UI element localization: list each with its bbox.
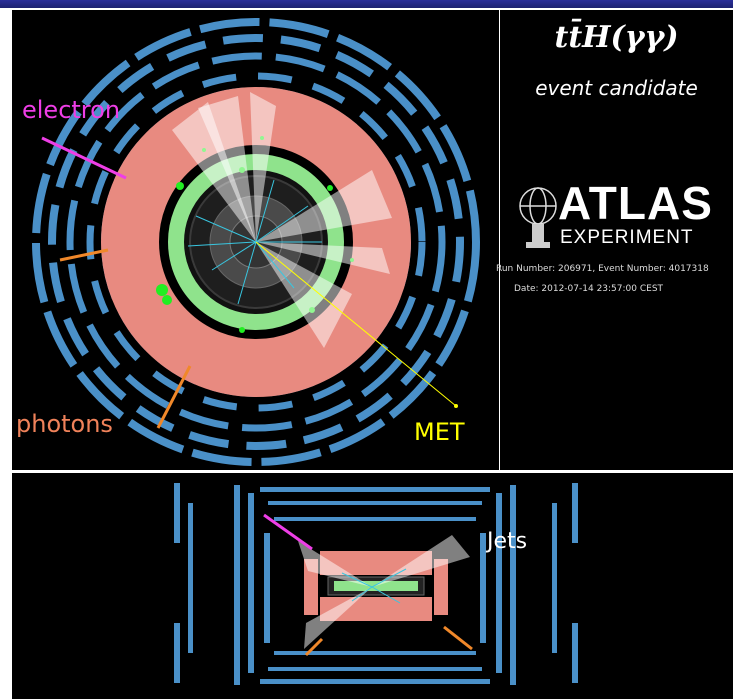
met-endpoint [454,404,458,408]
transverse-view-drawing [32,18,480,466]
run-number-text: Run Number: 206971, Event Number: 401731… [496,264,709,274]
event-date-text: Date: 2012-07-14 23:57:00 CEST [514,284,664,294]
jet-cones [172,92,392,348]
electron-track-side [263,513,313,551]
slide-top-bar [0,0,733,8]
tracks-side [341,568,407,604]
photon-track-bottom [156,365,192,429]
muon-end-cap-bars [234,485,516,685]
electron-track [41,136,127,180]
transverse-view-panel: electron photons MET [12,10,499,470]
atlas-logo-figure-icon [519,187,557,248]
atlas-logo-word: ATLAS [558,177,713,229]
met-line [255,241,457,407]
longitudinal-view-drawing [174,483,578,685]
electron-label: electron [22,96,121,124]
inner-detector-side [327,576,425,596]
atlas-logo-subtitle: EXPERIMENT [560,227,694,248]
particle-tracks [187,179,322,305]
jets-label: Jets [487,529,528,554]
event-title: tt̄H(γγ) [554,20,679,55]
outer-muon-bars [174,483,578,683]
photon-track-left [59,248,109,262]
photon-track-side-right [443,625,473,651]
longitudinal-view-panel: Jets [12,473,733,699]
event-subtitle: event candidate [535,76,698,100]
met-label: MET [414,418,465,446]
photon-track-side-left [304,637,324,657]
photons-label: photons [16,410,113,438]
event-info-panel: tt̄H(γγ) event candidate ATLAS EXPERIMEN… [496,10,733,470]
